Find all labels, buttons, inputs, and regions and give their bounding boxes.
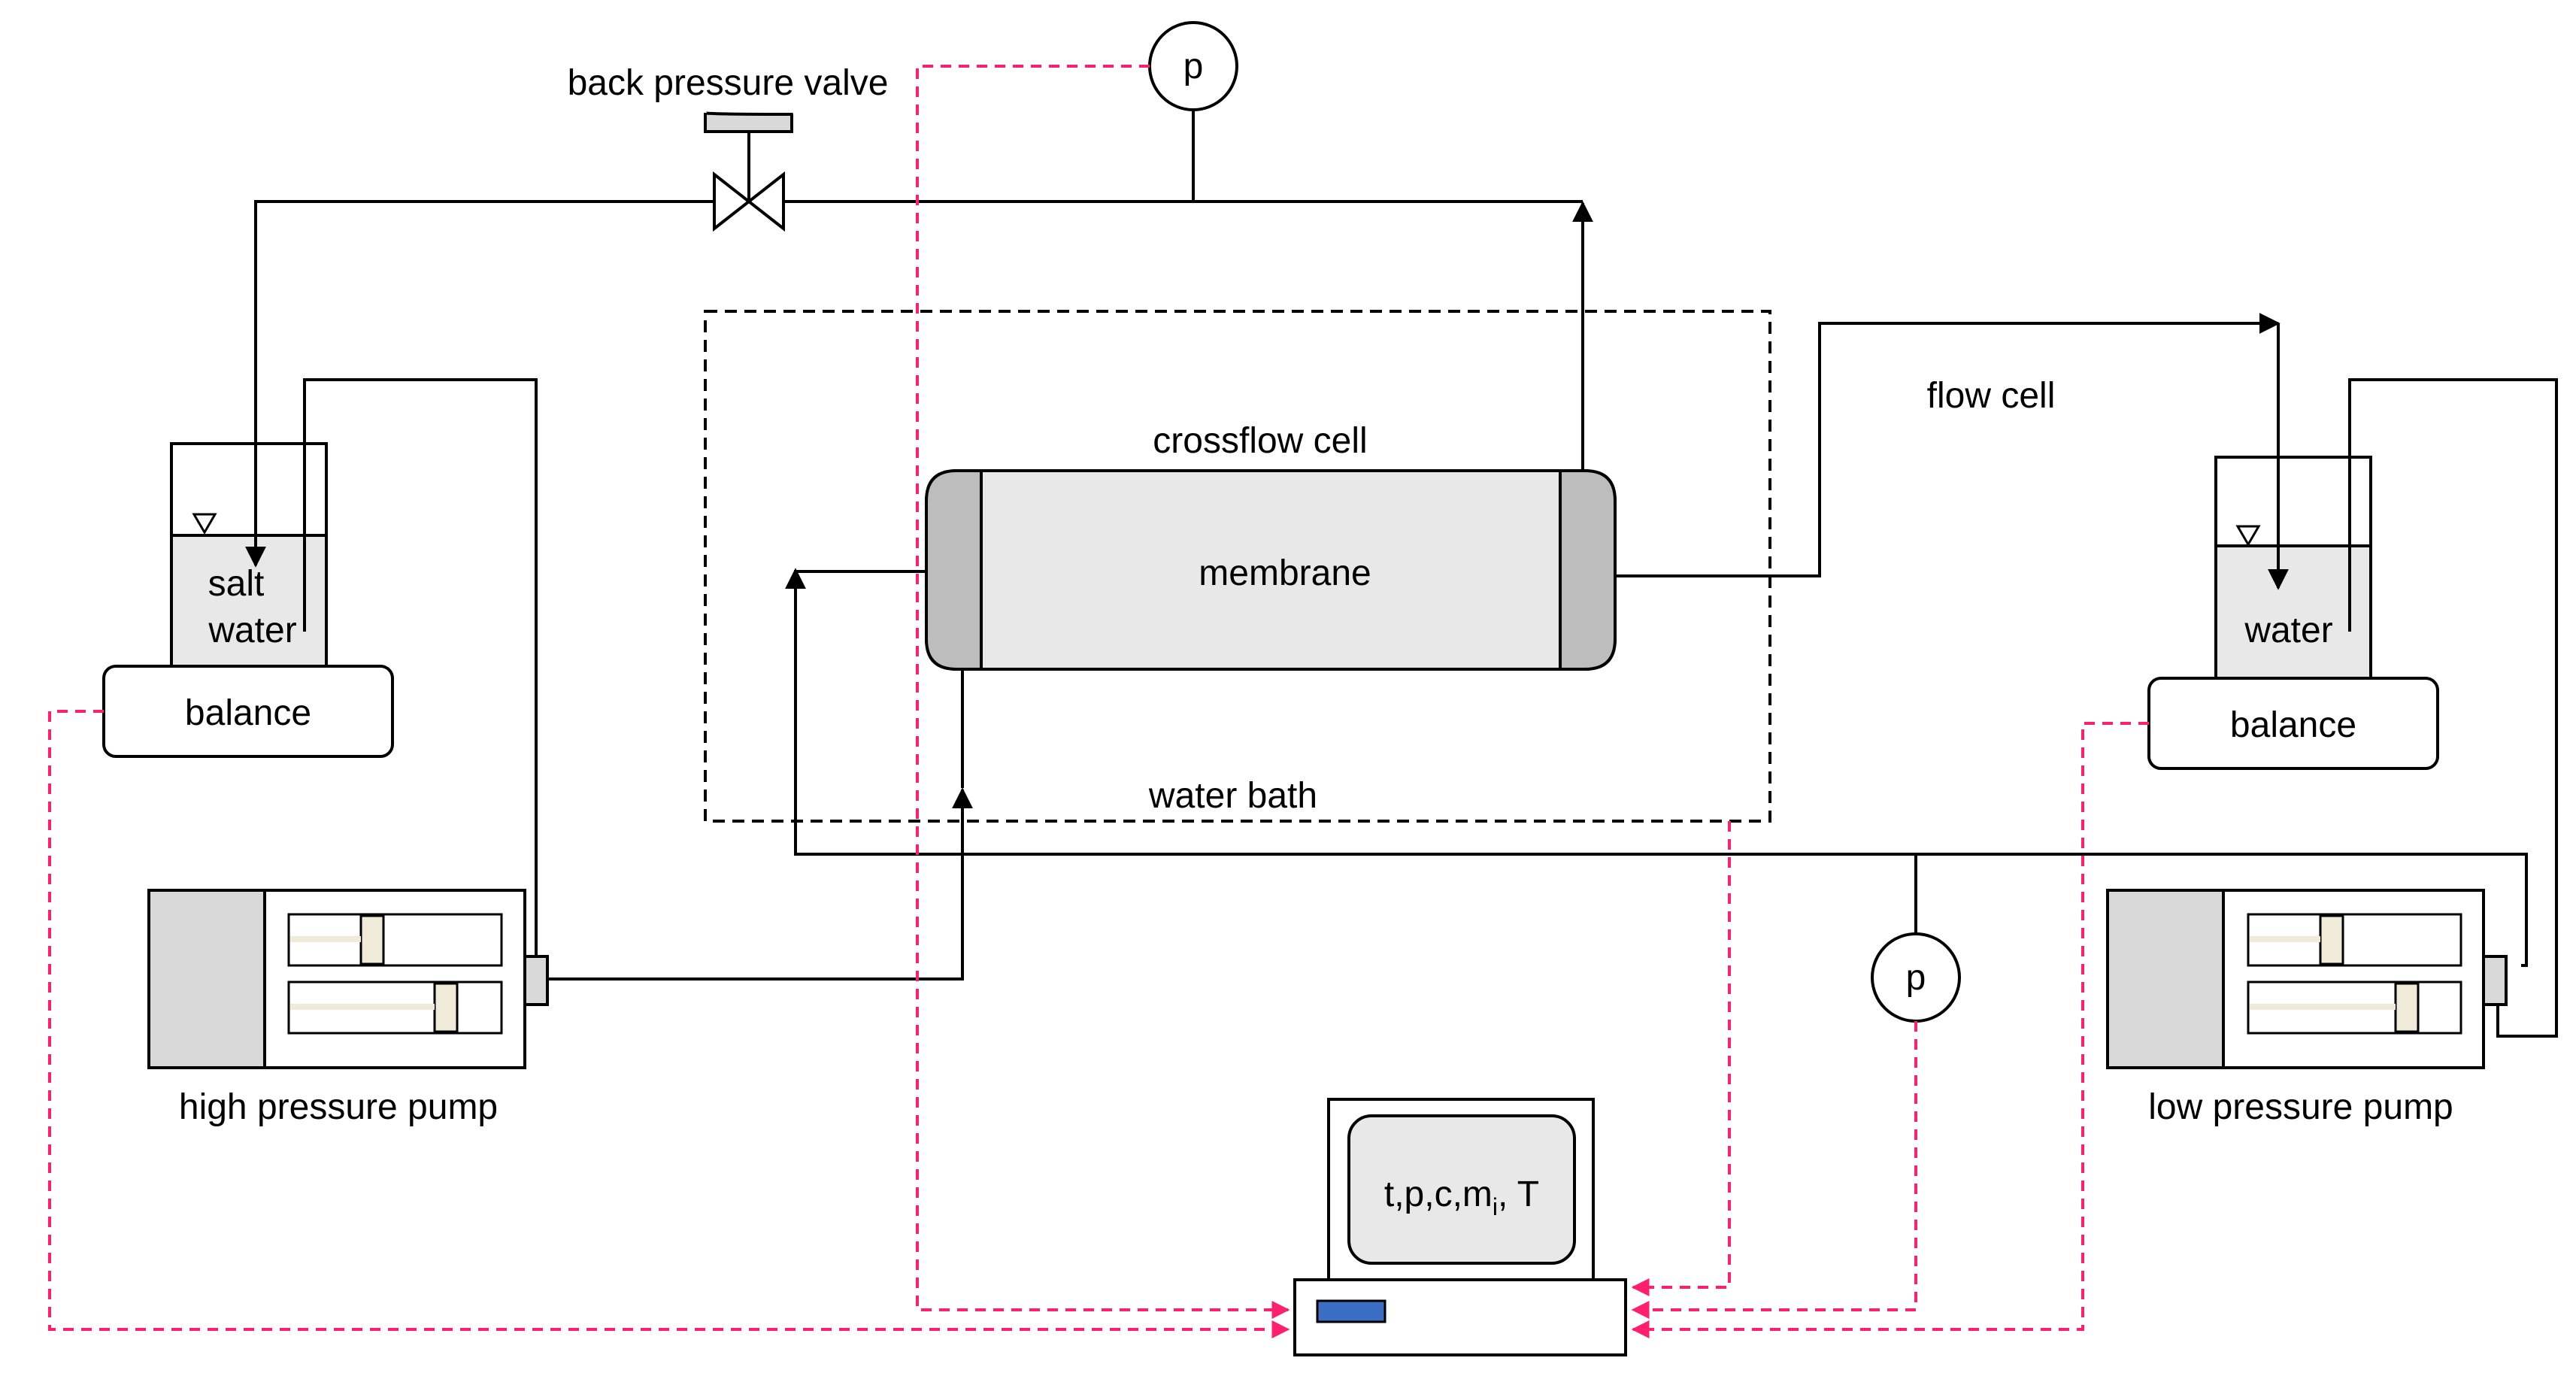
salt-water-label-line1: salt: [208, 564, 265, 604]
monitor-vars-tail: , T: [1498, 1174, 1539, 1214]
pressure-gauge-bottom: p: [1871, 932, 1961, 1023]
water-bath-boundary: [704, 310, 1771, 823]
salt-water-tank: [170, 380, 328, 668]
membrane-label: membrane: [1199, 553, 1371, 593]
pipe-lp-loop: [785, 568, 2528, 967]
salt-water-label-line2: water: [208, 611, 296, 650]
signal-balance-right: [1631, 722, 2149, 1338]
monitor-variables: t,p,c,mi, T: [1384, 1174, 1539, 1220]
signal-gauge-bottom: [1631, 1021, 1917, 1319]
balance-right-label: balance: [2230, 705, 2356, 745]
gauge-bottom-label: p: [1906, 958, 1926, 998]
back-pressure-valve: [704, 111, 793, 232]
disk-drive-slot: [1316, 1299, 1386, 1323]
pipe-cell-right-out: [1615, 313, 2281, 577]
crossflow-cell-label: crossflow cell: [1153, 421, 1367, 461]
water-tank: [2214, 380, 2372, 680]
high-pressure-pump-label: high pressure pump: [179, 1087, 498, 1127]
pressure-gauge-top: p: [1148, 21, 1238, 111]
back-pressure-valve-label: back pressure valve: [568, 63, 889, 103]
monitor-vars-subscript: i: [1493, 1193, 1498, 1220]
liquid-level-icon: [192, 513, 217, 535]
low-pressure-pump-label: low pressure pump: [2148, 1087, 2453, 1127]
pipe-hp-feed: [547, 787, 973, 980]
high-pressure-pump: [147, 889, 549, 1069]
balance-left-label: balance: [185, 693, 311, 733]
gauge-top-label: p: [1183, 47, 1204, 86]
signal-balance-left: [48, 710, 1290, 1338]
crossflow-cell: [925, 469, 1617, 671]
water-label: water: [2244, 611, 2332, 650]
computer: [1293, 1098, 1627, 1356]
flow-cell-label: flow cell: [1927, 376, 2056, 416]
liquid-level-icon: [2235, 525, 2261, 547]
signal-water-bath: [1631, 821, 1731, 1296]
low-pressure-pump: [2106, 889, 2508, 1069]
signal-gauge-top: [916, 65, 1290, 1319]
monitor-screen: [1347, 1114, 1576, 1265]
monitor-vars-main: t,p,c,m: [1384, 1174, 1493, 1214]
water-bath-label: water bath: [1148, 776, 1317, 816]
